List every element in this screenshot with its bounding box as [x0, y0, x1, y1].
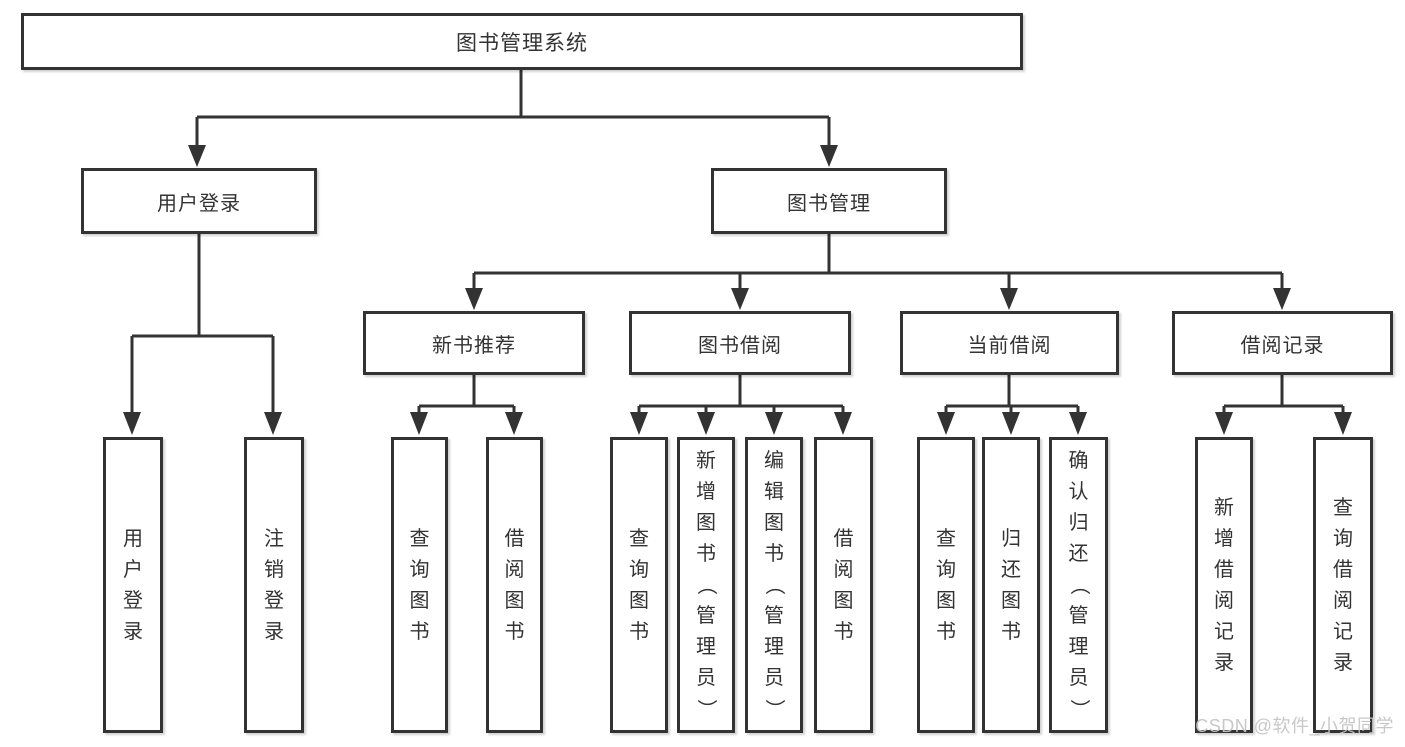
node-label: 图书管理	[787, 192, 871, 215]
node-user-login: 用户登录	[81, 168, 317, 234]
leaf-add-book-admin: 新增图书（管理员）	[677, 437, 735, 733]
leaf-borrow-books-recommend: 借阅图书	[486, 437, 543, 733]
leaf-add-borrow-record: 新增借阅记录	[1195, 437, 1253, 733]
connector-new-book	[417, 375, 516, 414]
leaf-logout: 注销登录	[244, 437, 304, 733]
leaf-return-books: 归还图书	[982, 437, 1040, 733]
leaf-query-books-borrowing: 查询图书	[610, 437, 668, 733]
node-borrowing-records: 借阅记录	[1172, 311, 1393, 375]
node-book-borrowing: 图书借阅	[629, 311, 851, 375]
node-book-management: 图书管理	[711, 168, 947, 234]
leaf-query-books-recommend: 查询图书	[391, 437, 448, 733]
connector-root	[195, 70, 831, 147]
node-label: 新书推荐	[432, 334, 516, 357]
connector-current-borrow	[944, 375, 1080, 414]
leaf-query-borrow-record: 查询借阅记录	[1313, 437, 1373, 733]
leaf-query-books-current: 查询图书	[917, 437, 975, 733]
node-new-book-recommendation: 新书推荐	[363, 311, 585, 375]
node-label: 用户登录	[157, 192, 241, 215]
connector-book-management	[472, 234, 1284, 290]
watermark: CSDN @软件_小贺同学	[1195, 716, 1394, 736]
connector-user-login	[130, 234, 275, 414]
connector-book-borrow	[637, 375, 845, 414]
node-current-borrowing: 当前借阅	[900, 311, 1119, 375]
leaf-user-login: 用户登录	[103, 437, 163, 733]
node-library-management-system: 图书管理系统	[21, 13, 1023, 70]
connector-borrow-records	[1222, 375, 1345, 414]
node-label: 当前借阅	[967, 334, 1052, 357]
node-label: 借阅记录	[1240, 334, 1325, 357]
leaf-borrow-books-borrowing: 借阅图书	[814, 437, 873, 733]
leaf-confirm-return-admin: 确认归还（管理员）	[1049, 437, 1108, 733]
node-label: 图书借阅	[698, 334, 782, 357]
leaf-edit-book-admin: 编辑图书（管理员）	[745, 437, 803, 733]
node-label: 图书管理系统	[456, 31, 588, 55]
arrowheads	[123, 145, 1352, 435]
